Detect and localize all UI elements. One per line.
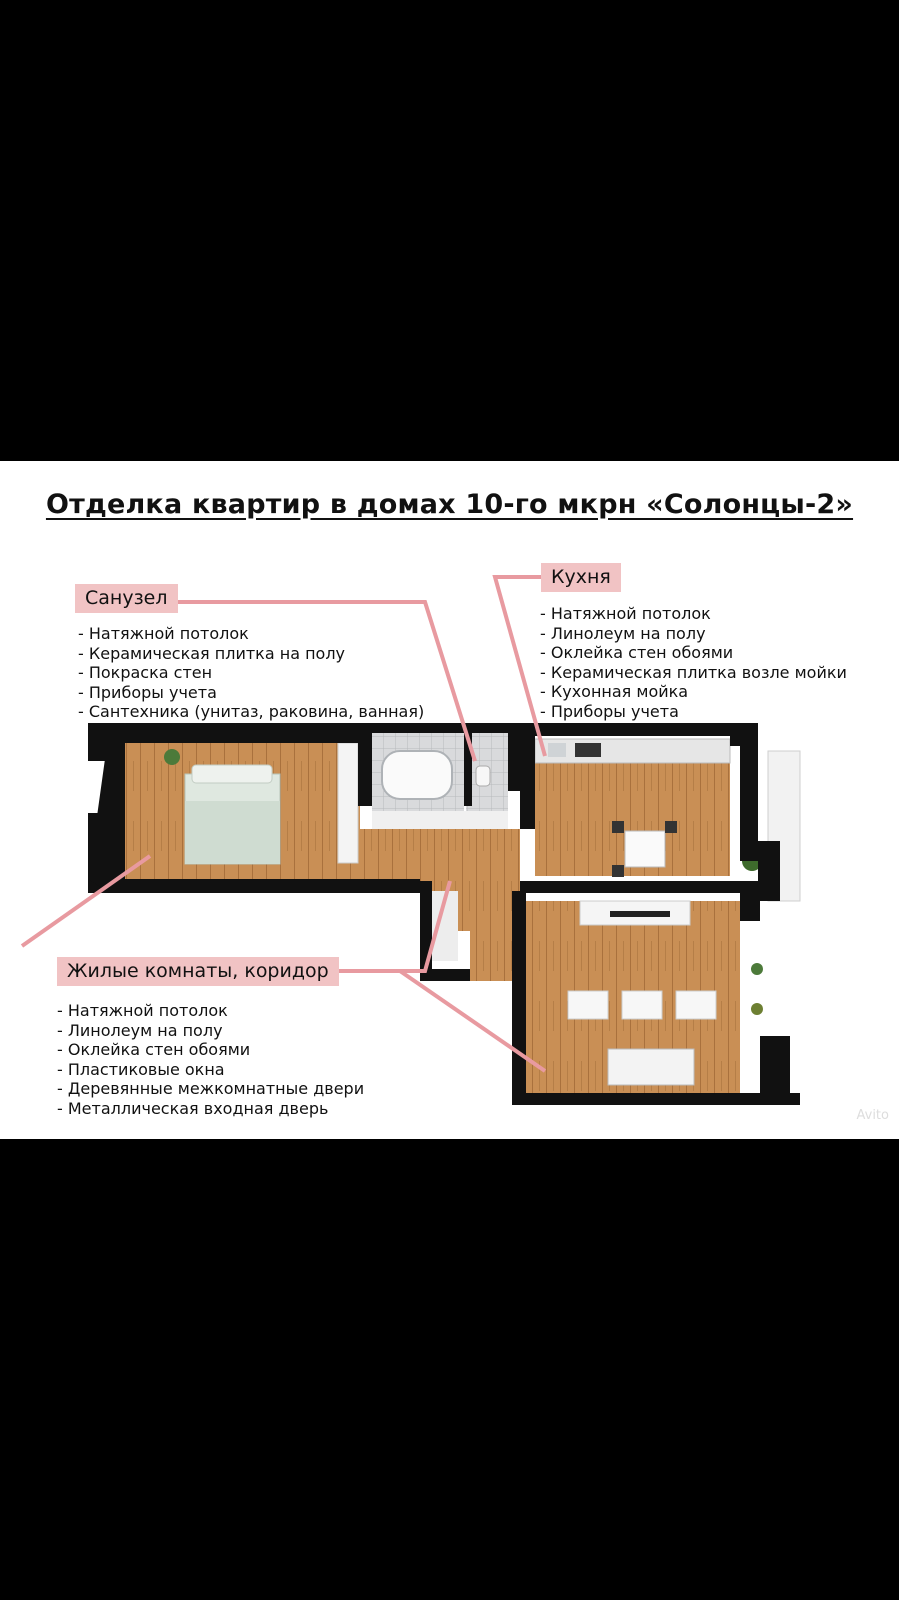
list-item: Линолеум на полу — [540, 624, 847, 644]
avito-watermark: Avito — [856, 1108, 890, 1123]
living-room — [525, 900, 763, 1093]
list-item: Керамическая плитка на полу — [78, 644, 424, 664]
bathroom-list: Натяжной потолок Керамическая плитка на … — [78, 624, 424, 722]
page-title: Отделка квартир в домах 10-го мкрн «Соло… — [45, 489, 854, 520]
list-item: Пластиковые окна — [57, 1060, 364, 1080]
list-item: Покраска стен — [78, 663, 424, 683]
list-item: Натяжной потолок — [540, 604, 847, 624]
list-item: Кухонная мойка — [540, 682, 847, 702]
list-item: Деревянные межкомнатные двери — [57, 1079, 364, 1099]
list-item: Приборы учета — [78, 683, 424, 703]
list-item: Приборы учета — [540, 702, 847, 722]
corridor — [360, 829, 520, 981]
list-item: Керамическая плитка возле мойки — [540, 663, 847, 683]
kitchen-room — [534, 738, 762, 877]
kitchen-list: Натяжной потолок Линолеум на полу Оклейк… — [540, 604, 847, 721]
walls — [88, 723, 800, 1105]
floor-plan — [20, 575, 801, 1105]
bathroom-room — [372, 733, 508, 829]
living-label: Жилые комнаты, коридор — [57, 957, 339, 986]
kitchen-label: Кухня — [541, 563, 621, 592]
list-item: Сантехника (унитаз, раковина, ванная) — [78, 702, 424, 722]
list-item: Металлическая входная дверь — [57, 1099, 364, 1119]
living-list: Натяжной потолок Линолеум на полу Оклейк… — [57, 1001, 364, 1118]
list-item: Натяжной потолок — [78, 624, 424, 644]
infographic-panel: Отделка квартир в домах 10-го мкрн «Соло… — [0, 461, 899, 1139]
bathroom-label: Санузел — [75, 584, 178, 613]
list-item: Оклейка стен обоями — [540, 643, 847, 663]
list-item: Натяжной потолок — [57, 1001, 364, 1021]
list-item: Оклейка стен обоями — [57, 1040, 364, 1060]
list-item: Линолеум на полу — [57, 1021, 364, 1041]
